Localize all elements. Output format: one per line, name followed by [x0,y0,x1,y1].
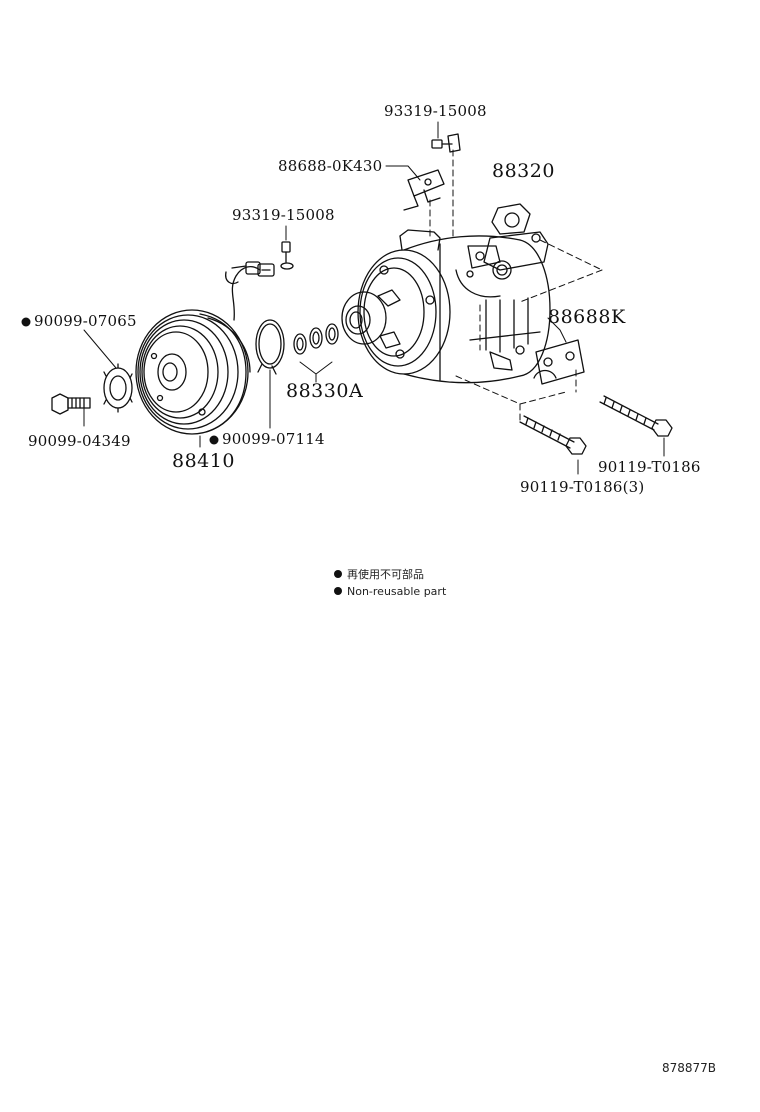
shims-part [293,323,339,355]
legend-jp-text: 再使用不可部品 [347,568,424,581]
legend-en: Non-reusable part [334,586,446,597]
label-bracket-right: 88688K [548,306,626,328]
bolt-top-part [431,133,461,153]
snap-ring-part [255,319,285,375]
label-long-bolt-right: 90119-T0186 [598,458,701,476]
label-bracket-top: 88688-0K430 [278,157,383,175]
nonreusable-marker-snapring [209,435,219,445]
coil-wire-part [225,261,275,321]
bullet-icon [334,570,342,578]
label-snap-ring: 90099-07114 [222,430,325,448]
washer-part [103,363,133,413]
label-compressor: 88320 [492,160,555,182]
label-bolt-wire: 93319-15008 [232,206,335,224]
nonreusable-marker-washer [21,317,31,327]
label-long-bolt-bottom: 90119-T0186(3) [520,478,645,496]
bracket-right-part [533,339,585,385]
clutch-pulley-part [135,309,251,435]
reference-id: 878877B [662,1061,717,1075]
label-shims: 88330A [286,380,364,402]
bolt-wire-part [280,241,294,270]
bracket-top-part [403,169,445,211]
legend-jp: 再使用不可部品 [334,569,424,580]
bullet-icon [334,587,342,595]
label-washer: 90099-07065 [34,312,137,330]
leader-lines [83,121,665,475]
label-bolt-left: 90099-04349 [28,432,131,450]
label-bolt-top: 93319-15008 [384,102,487,120]
legend-en-text: Non-reusable part [347,585,447,598]
compressor-part [341,203,551,384]
bolt-left-part [51,393,91,415]
label-clutch: 88410 [172,450,235,472]
assembly-guides [429,149,603,421]
long-bolt-right-part [599,395,673,437]
long-bolt-bottom-part [519,415,587,455]
